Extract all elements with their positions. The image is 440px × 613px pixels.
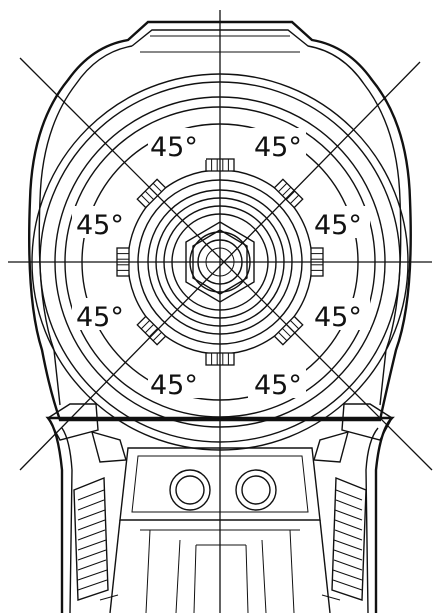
angle-label-bottom-right: 45° bbox=[254, 370, 302, 401]
angle-label-upper-left: 45° bbox=[76, 210, 124, 241]
angle-label-bottom-left: 45° bbox=[150, 370, 198, 401]
collar-tooth bbox=[136, 315, 167, 346]
angle-labels: 45° 45° 45° 45° 45° 45° 45° 45° bbox=[72, 128, 370, 401]
angle-label-upper-right: 45° bbox=[314, 210, 362, 241]
collar-tooth bbox=[273, 178, 304, 209]
collar-tooth bbox=[273, 315, 304, 346]
right-vent-grill bbox=[331, 476, 367, 601]
motor-housing bbox=[28, 20, 412, 422]
angle-label-top-left: 45° bbox=[150, 132, 198, 163]
angle-label-lower-left: 45° bbox=[76, 302, 124, 333]
left-vent-grill bbox=[73, 476, 109, 601]
angle-guide-lines bbox=[8, 10, 433, 613]
angle-label-lower-right: 45° bbox=[314, 302, 362, 333]
angle-label-top-right: 45° bbox=[254, 132, 302, 163]
right-round-button bbox=[235, 469, 277, 511]
collar-tooth bbox=[136, 178, 167, 209]
left-round-button bbox=[169, 469, 211, 511]
